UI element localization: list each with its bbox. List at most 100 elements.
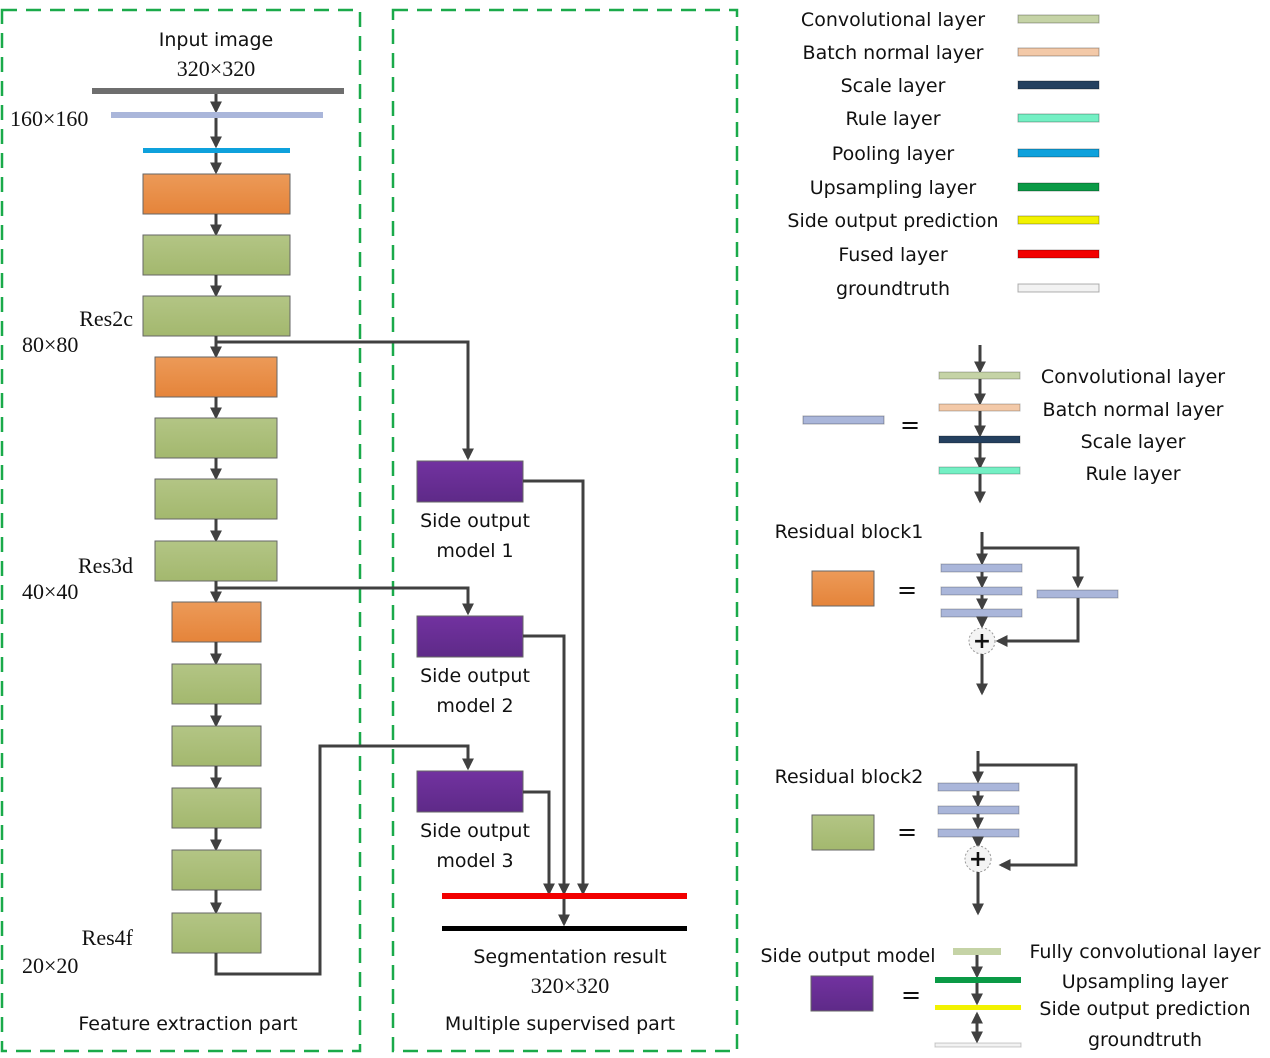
multiple-supervised-label: Multiple supervised part [445,1013,675,1035]
conv-unit-bar [940,563,1023,573]
legend-swatch [1017,283,1100,293]
input-image-title: Input image [159,29,273,51]
shortcut-conv-unit-bar [1036,589,1119,599]
residual-block2 [142,295,291,337]
side-output-2-label-line1: Side output [420,665,530,687]
conv-unit-sample [802,415,885,425]
residual-block2-equals: = [897,818,917,846]
scale-layer-bar [938,435,1021,444]
legend-swatch [1017,249,1100,259]
side-output-2-label-line2: model 2 [436,695,513,717]
side-output-2-to-fused [523,634,570,896]
side-output-3-label-line1: Side output [420,820,530,842]
legend-label: Pooling layer [832,143,955,165]
side-output-model-label-prediction: Side output prediction [1039,998,1250,1020]
side-output-model-sample [810,975,874,1012]
residual-block1 [142,173,291,215]
conv-unit-bar [940,608,1023,618]
legend-label: Fused layer [838,244,947,266]
conv-unit-bar [937,828,1020,838]
feature-extraction-frame [0,8,362,1053]
legend-swatch [1017,148,1100,158]
conv-unit-label-bn: Batch normal layer [1043,399,1224,421]
multiple-supervised-frame [391,8,739,1053]
groundtruth-bar [934,1042,1022,1048]
segmentation-result-title: Segmentation result [473,946,666,968]
residual-block1-sample [811,570,875,607]
side-output-model-1 [416,460,524,503]
side-output-model-2 [416,615,524,658]
branch-res2c [216,340,474,461]
legend-label: Upsampling layer [810,177,977,199]
conv-unit-label-scale: Scale layer [1081,431,1186,453]
side-prediction-bar [935,1005,1021,1010]
residual-block1-add-symbol: + [973,629,991,654]
conv-unit-label-conv: Convolutional layer [1041,366,1225,388]
residual-block1-equals: = [897,576,917,604]
side-output-model-label-upsampling: Upsampling layer [1062,971,1229,993]
residual-block1 [171,601,262,643]
diagram-shapes: ++ [92,88,1119,1048]
legend-label: Convolutional layer [801,9,985,31]
branch-res4f [214,744,474,976]
shortcut [978,763,1078,871]
legend-swatch [1017,47,1100,57]
conv-unit-bar [937,782,1020,792]
side-output-model-label-groundtruth: groundtruth [1088,1029,1202,1051]
residual-block2 [171,912,262,954]
size-label-160: 160×160 [10,106,88,131]
shortcut [982,546,1084,589]
pooling-bar [143,148,290,153]
legend-label: Scale layer [841,75,946,97]
size-label-80: 80×80 [22,332,78,357]
size-label-20: 20×20 [22,953,78,978]
conv-unit-equals: = [900,411,920,439]
side-output-1-label-line1: Side output [420,510,530,532]
residual-block2-add-symbol: + [969,847,987,872]
side-output-1-label-line2: model 1 [436,540,513,562]
residual-block2-sample [811,814,875,851]
stage-label-res2c: Res2c [79,306,133,331]
residual-block2 [142,234,291,276]
conv-unit-bar [111,112,323,118]
side-output-model-3 [416,770,524,813]
side-output-1-to-fused [523,479,589,896]
legend-label: Rule layer [845,108,940,130]
residual-block2 [171,663,262,705]
residual-block2 [154,540,278,582]
residual-block2 [171,849,262,891]
conv-unit-bar [940,586,1023,596]
conv-unit-bar [937,805,1020,815]
legend-swatch [1017,215,1100,225]
residual-block2 [154,478,278,520]
branch-res3d [216,586,474,616]
legend-swatch [1017,182,1100,192]
input-image-bar [92,88,344,94]
side-output-3-to-fused [523,790,555,896]
side-output-3-label-line2: model 3 [436,850,513,872]
stage-label-res3d: Res3d [78,553,133,578]
residual-block2-title: Residual block2 [775,766,924,788]
residual-block2 [154,417,278,459]
size-label-40: 40×40 [22,579,78,604]
rule-layer-bar [938,466,1021,475]
side-output-model-label-fcn: Fully convolutional layer [1029,941,1260,963]
segmentation-result-size: 320×320 [531,973,609,998]
conv-unit-label-rule: Rule layer [1085,463,1180,485]
residual-block2 [171,787,262,829]
bn-layer-bar [938,403,1021,412]
segmentation-result-bar [442,926,687,931]
legend-swatch [1017,113,1100,123]
legend-swatch [1017,14,1100,24]
fused-bar [442,893,687,899]
feature-extraction-label: Feature extraction part [78,1013,297,1035]
legend-label: Side output prediction [787,210,998,232]
conv-layer-bar [938,371,1021,380]
legend-swatch [1017,80,1100,90]
shortcut-return [995,598,1080,647]
residual-block2 [171,725,262,767]
input-image-size: 320×320 [177,56,255,81]
residual-block1 [154,356,278,398]
